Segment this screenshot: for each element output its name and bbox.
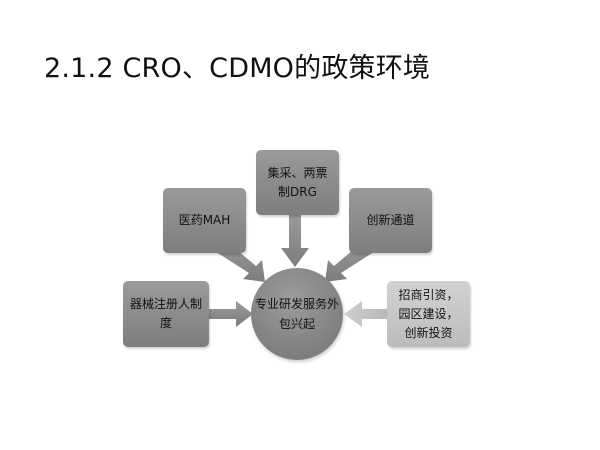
arrow-from-invest: [344, 301, 387, 327]
node-device-label: 器械注册人制度: [129, 297, 202, 330]
node-mah-label: 医药MAH: [178, 213, 231, 227]
node-invest-label: 招商引资，园区建设，创新投资: [398, 287, 459, 340]
arrow-from-vbp: [281, 214, 309, 267]
arrow-from-device: [208, 301, 253, 327]
node-channel-label: 创新通道: [366, 213, 415, 227]
center-node: 专业研发服务外包兴起: [251, 268, 343, 360]
node-mah: 医药MAH: [163, 188, 246, 253]
center-node-label: 专业研发服务外包兴起: [255, 297, 340, 331]
slide-title: 2.1.2 CRO、CDMO的政策环境: [44, 53, 431, 84]
node-vbp-label: 集采、两票制DRG: [267, 165, 328, 199]
node-channel: 创新通道: [349, 188, 432, 253]
node-vbp: 集采、两票制DRG: [256, 150, 339, 215]
node-device: 器械注册人制度: [123, 281, 209, 347]
node-invest: 招商引资，园区建设，创新投资: [387, 281, 470, 347]
